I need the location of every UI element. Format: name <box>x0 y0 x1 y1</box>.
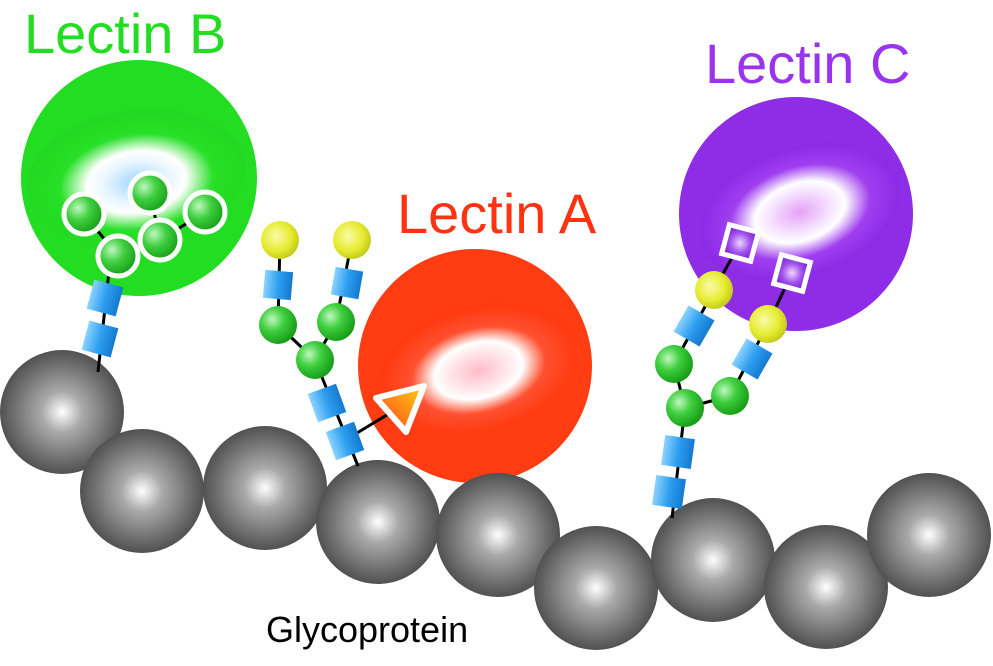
galactose-circle-icon <box>333 221 371 259</box>
mannose-circle-icon <box>61 191 107 237</box>
glcnac-square-icon <box>262 269 294 301</box>
protein-bead <box>316 460 440 584</box>
galactose-circle-icon <box>695 271 733 309</box>
glcnac-square-icon <box>731 338 773 380</box>
sialic-acid-diamond-icon <box>770 251 814 295</box>
glcnac-square-icon <box>652 475 686 509</box>
glcnac-square-icon <box>325 421 365 461</box>
fucose-triangle-icon <box>373 383 427 435</box>
protein-bead <box>651 498 775 622</box>
mannose-circle-icon <box>182 189 228 235</box>
glcnac-square-icon <box>81 320 119 358</box>
lectin-c-sphere <box>679 97 913 331</box>
glycoprotein-label: Glycoprotein <box>266 609 469 650</box>
lectin-a-label: Lectin A <box>397 182 597 245</box>
glcnac-square-icon <box>673 305 715 347</box>
lectin-c-label: Lectin C <box>705 32 911 95</box>
sialic-acid-diamond-icon <box>718 221 762 265</box>
mannose-circle-icon <box>296 341 334 379</box>
glycan-chain-b <box>61 170 228 358</box>
mannose-circle-icon <box>259 306 297 344</box>
protein-bead <box>867 473 991 597</box>
mannose-circle-icon <box>655 345 693 383</box>
lectin-a-sphere <box>358 249 592 483</box>
mannose-circle-icon <box>711 377 749 415</box>
galactose-circle-icon <box>261 221 299 259</box>
mannose-circle-icon <box>95 233 141 279</box>
glycan-chain-c <box>652 221 814 509</box>
protein-bead <box>534 526 658 650</box>
mannose-circle-icon <box>666 389 704 427</box>
protein-bead <box>764 525 888 649</box>
protein-backbone <box>0 350 991 650</box>
protein-bead <box>0 350 124 474</box>
protein-bead <box>80 429 204 553</box>
glcnac-square-icon <box>661 435 695 469</box>
glcnac-square-icon <box>330 266 364 300</box>
mannose-circle-icon <box>127 170 173 216</box>
protein-bead <box>436 473 560 597</box>
protein-bead <box>203 426 327 550</box>
glcnac-square-icon <box>86 279 124 317</box>
mannose-circle-icon <box>137 217 183 263</box>
lectin-b-label: Lectin B <box>24 2 227 65</box>
glycan-chain-a <box>259 221 427 461</box>
galactose-circle-icon <box>749 305 787 343</box>
mannose-circle-icon <box>317 303 355 341</box>
glcnac-square-icon <box>307 383 347 423</box>
